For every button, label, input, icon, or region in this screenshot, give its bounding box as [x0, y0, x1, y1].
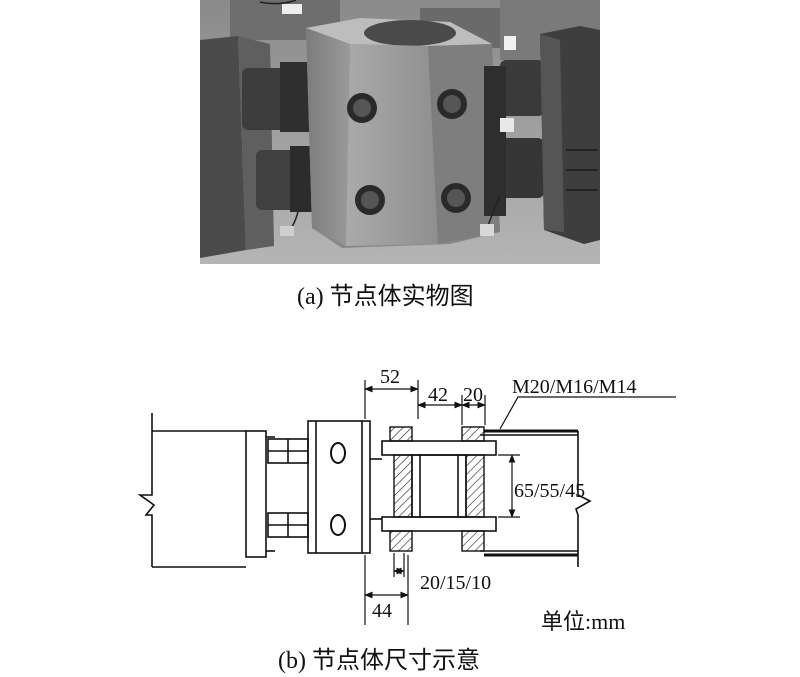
dim-top-right: 20 [463, 384, 483, 406]
node-hole-upper [330, 442, 346, 464]
dimension-drawing: 52 42 20 M20/M16/M14 65/55/45 20/15/10 4… [137, 366, 676, 625]
bolt-upper [381, 440, 497, 456]
caption-dimensions: (b) 节点体尺寸示意 [278, 648, 480, 674]
unit-label: 单位:mm [541, 609, 626, 634]
dim-top-left: 52 [380, 366, 400, 388]
dim-bolt-spec: M20/M16/M14 [512, 376, 636, 398]
bolt-spec-leader [499, 396, 676, 430]
hatch-bottom-left [389, 530, 413, 552]
dim-bottom-left: 44 [372, 600, 392, 622]
hatch-mid-left [393, 454, 413, 518]
hatch-top-left [389, 426, 413, 442]
node-hole-lower [330, 514, 346, 536]
joint-body-photo [200, 0, 600, 264]
left-tube-end-plate [245, 430, 267, 558]
node-body [307, 420, 371, 554]
left-tube [137, 413, 156, 567]
right-tube-break [575, 431, 592, 567]
dim-height: 65/55/45 [514, 480, 585, 502]
hatch-top-right [461, 426, 485, 442]
dim-top-mid: 42 [428, 384, 448, 406]
dim-bottom-mid: 20/15/10 [420, 572, 491, 594]
hatch-mid-right [465, 454, 485, 518]
caption-photo: (a) 节点体实物图 [297, 284, 474, 310]
hatch-bottom-right [461, 530, 485, 552]
bolt-lower [381, 516, 497, 532]
